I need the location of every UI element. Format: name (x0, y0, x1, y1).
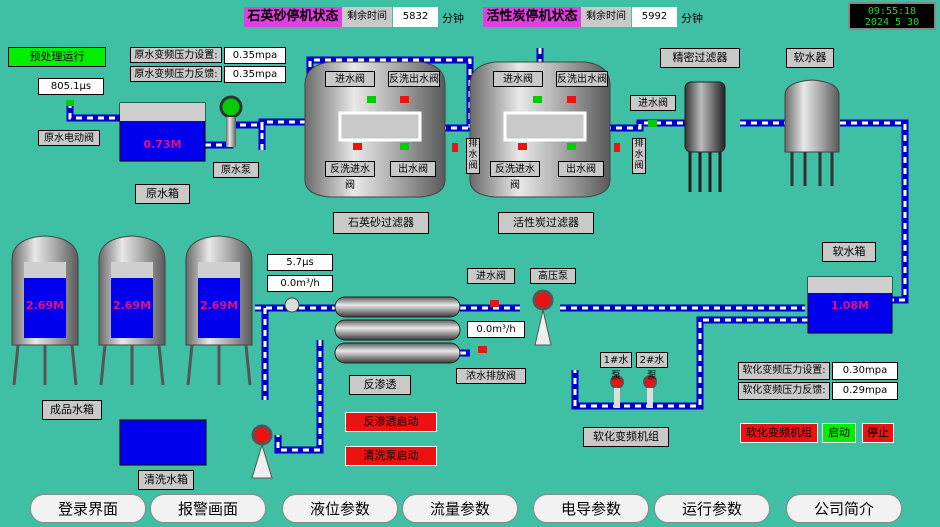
product-tank-2-level: 2.69M (112, 299, 152, 312)
clock-date: 2024 5 30 (864, 17, 920, 28)
raw-pressure-fb-label: 原水变频压力反馈: (130, 66, 222, 82)
ro-flow-in-value: 0.0m³/h (267, 275, 333, 292)
nav-level-params[interactable]: 液位参数 (282, 494, 398, 523)
carbon-outlet-valve-label[interactable]: 出水阀 (558, 161, 604, 177)
raw-valve-label[interactable]: 原水电动阀 (38, 130, 100, 146)
product-tank-3-level: 2.69M (199, 299, 239, 312)
quartz-inlet-valve-label[interactable]: 进水阀 (325, 71, 375, 87)
soft-tank-label: 软水箱 (822, 242, 876, 262)
booster-pump-label[interactable]: 高压泵 (530, 268, 576, 284)
raw-conductivity-value: 805.1μs (38, 78, 104, 95)
quartz-backwash-out-label[interactable]: 反洗出水阀 (388, 71, 440, 87)
nav-company-info[interactable]: 公司简介 (786, 494, 902, 523)
nav-login[interactable]: 登录界面 (30, 494, 146, 523)
precision-filter-name: 精密过滤器 (660, 48, 740, 68)
raw-pump-icon (219, 95, 243, 147)
ro-membranes (334, 296, 461, 364)
raw-pressure-fb-value: 0.35mpa (224, 66, 286, 83)
carbon-status-title: 活性炭停机状态 (483, 7, 581, 27)
quartz-filter-name: 石英砂过滤器 (333, 212, 429, 234)
pump2-label[interactable]: 2#水泵 (636, 352, 668, 382)
quartz-status-title: 石英砂停机状态 (244, 7, 342, 27)
product-tank-1-level: 2.69M (25, 299, 65, 312)
precision-filter-vessel (684, 81, 726, 192)
softening-pressure-set-label: 软化变频压力设置: (738, 362, 830, 380)
raw-pressure-set-value[interactable]: 0.35mpa (224, 47, 286, 64)
raw-tank-level: 0.73M (143, 138, 182, 151)
carbon-backwash-out-label[interactable]: 反洗出水阀 (556, 71, 608, 87)
raw-pressure-set-label: 原水变频压力设置: (130, 47, 222, 63)
raw-tank-label: 原水箱 (135, 184, 190, 204)
quartz-backwash-in-label[interactable]: 反洗进水阀 (325, 161, 375, 191)
ro-name: 反渗透 (349, 375, 411, 395)
clock-display: 09:55:18 2024 5 30 (848, 2, 936, 30)
wash-tank-shape (119, 419, 207, 466)
valve-icons (66, 96, 657, 353)
soft-water-tank (807, 276, 893, 334)
nav-alarm[interactable]: 报警画面 (150, 494, 266, 523)
carbon-backwash-in-label[interactable]: 反洗进水阀 (490, 161, 540, 191)
nav-run-params[interactable]: 运行参数 (654, 494, 770, 523)
softening-pressure-fb-label: 软化变频压力反馈: (738, 382, 830, 400)
booster-pump-icon (532, 289, 554, 346)
softening-stop-button[interactable]: 停止 (862, 423, 894, 443)
product-tanks (11, 235, 253, 386)
carbon-inlet-valve-label[interactable]: 进水阀 (493, 71, 543, 87)
ro-conductivity-value: 5.7μs (267, 254, 333, 271)
softening-start-button[interactable]: 启动 (822, 423, 856, 443)
ro-start-button[interactable]: 反渗透启动 (345, 412, 437, 432)
precision-inlet-valve-label[interactable]: 进水阀 (630, 95, 676, 111)
product-tank-label: 成品水箱 (42, 400, 102, 420)
pretreatment-run-indicator[interactable]: 预处理运行 (8, 47, 106, 67)
quartz-remaining-value: 5832 (393, 7, 438, 27)
carbon-filter-name: 活性炭过滤器 (498, 212, 594, 234)
ro-inlet-valve-label[interactable]: 进水阀 (467, 268, 515, 284)
carbon-drain-valve-label[interactable]: 排水阀 (632, 138, 646, 174)
carbon-unit: 分钟 (681, 12, 703, 25)
flow-meter-icon (284, 297, 300, 313)
quartz-unit: 分钟 (442, 12, 464, 25)
wash-pump-icon (251, 424, 273, 479)
softener-vessel (784, 79, 840, 186)
quartz-outlet-valve-label[interactable]: 出水阀 (390, 161, 436, 177)
carbon-remaining-value: 5992 (632, 7, 677, 27)
carbon-remaining-label: 剩余时间 (581, 7, 631, 27)
clock-time: 09:55:18 (867, 6, 917, 17)
pump1-label[interactable]: 1#水泵 (600, 352, 632, 382)
softener-name: 软水器 (786, 48, 834, 68)
wash-tank-label: 清洗水箱 (138, 470, 194, 490)
raw-water-tank-shape (119, 102, 206, 162)
softening-unit-button[interactable]: 软化变频机组 (740, 423, 818, 443)
wash-pump-start-button[interactable]: 清洗泵启动 (345, 446, 437, 466)
soft-tank-level: 1.08M (830, 299, 870, 312)
nav-flow-params[interactable]: 流量参数 (402, 494, 518, 523)
softening-group-label: 软化变频机组 (583, 427, 669, 447)
pump2-icon (643, 375, 657, 408)
softening-pressure-set-value[interactable]: 0.30mpa (832, 362, 898, 380)
softening-pressure-fb-value: 0.29mpa (832, 382, 898, 400)
raw-pump-label[interactable]: 原水泵 (213, 162, 259, 178)
nav-conductivity-params[interactable]: 电导参数 (533, 494, 649, 523)
quartz-drain-valve-label[interactable]: 排水阀 (466, 138, 480, 174)
ro-drain-valve-label[interactable]: 浓水排放阀 (456, 368, 526, 384)
quartz-remaining-label: 剩余时间 (342, 7, 392, 27)
ro-flow-out-value: 0.0m³/h (467, 321, 525, 338)
pump1-icon (610, 375, 624, 408)
